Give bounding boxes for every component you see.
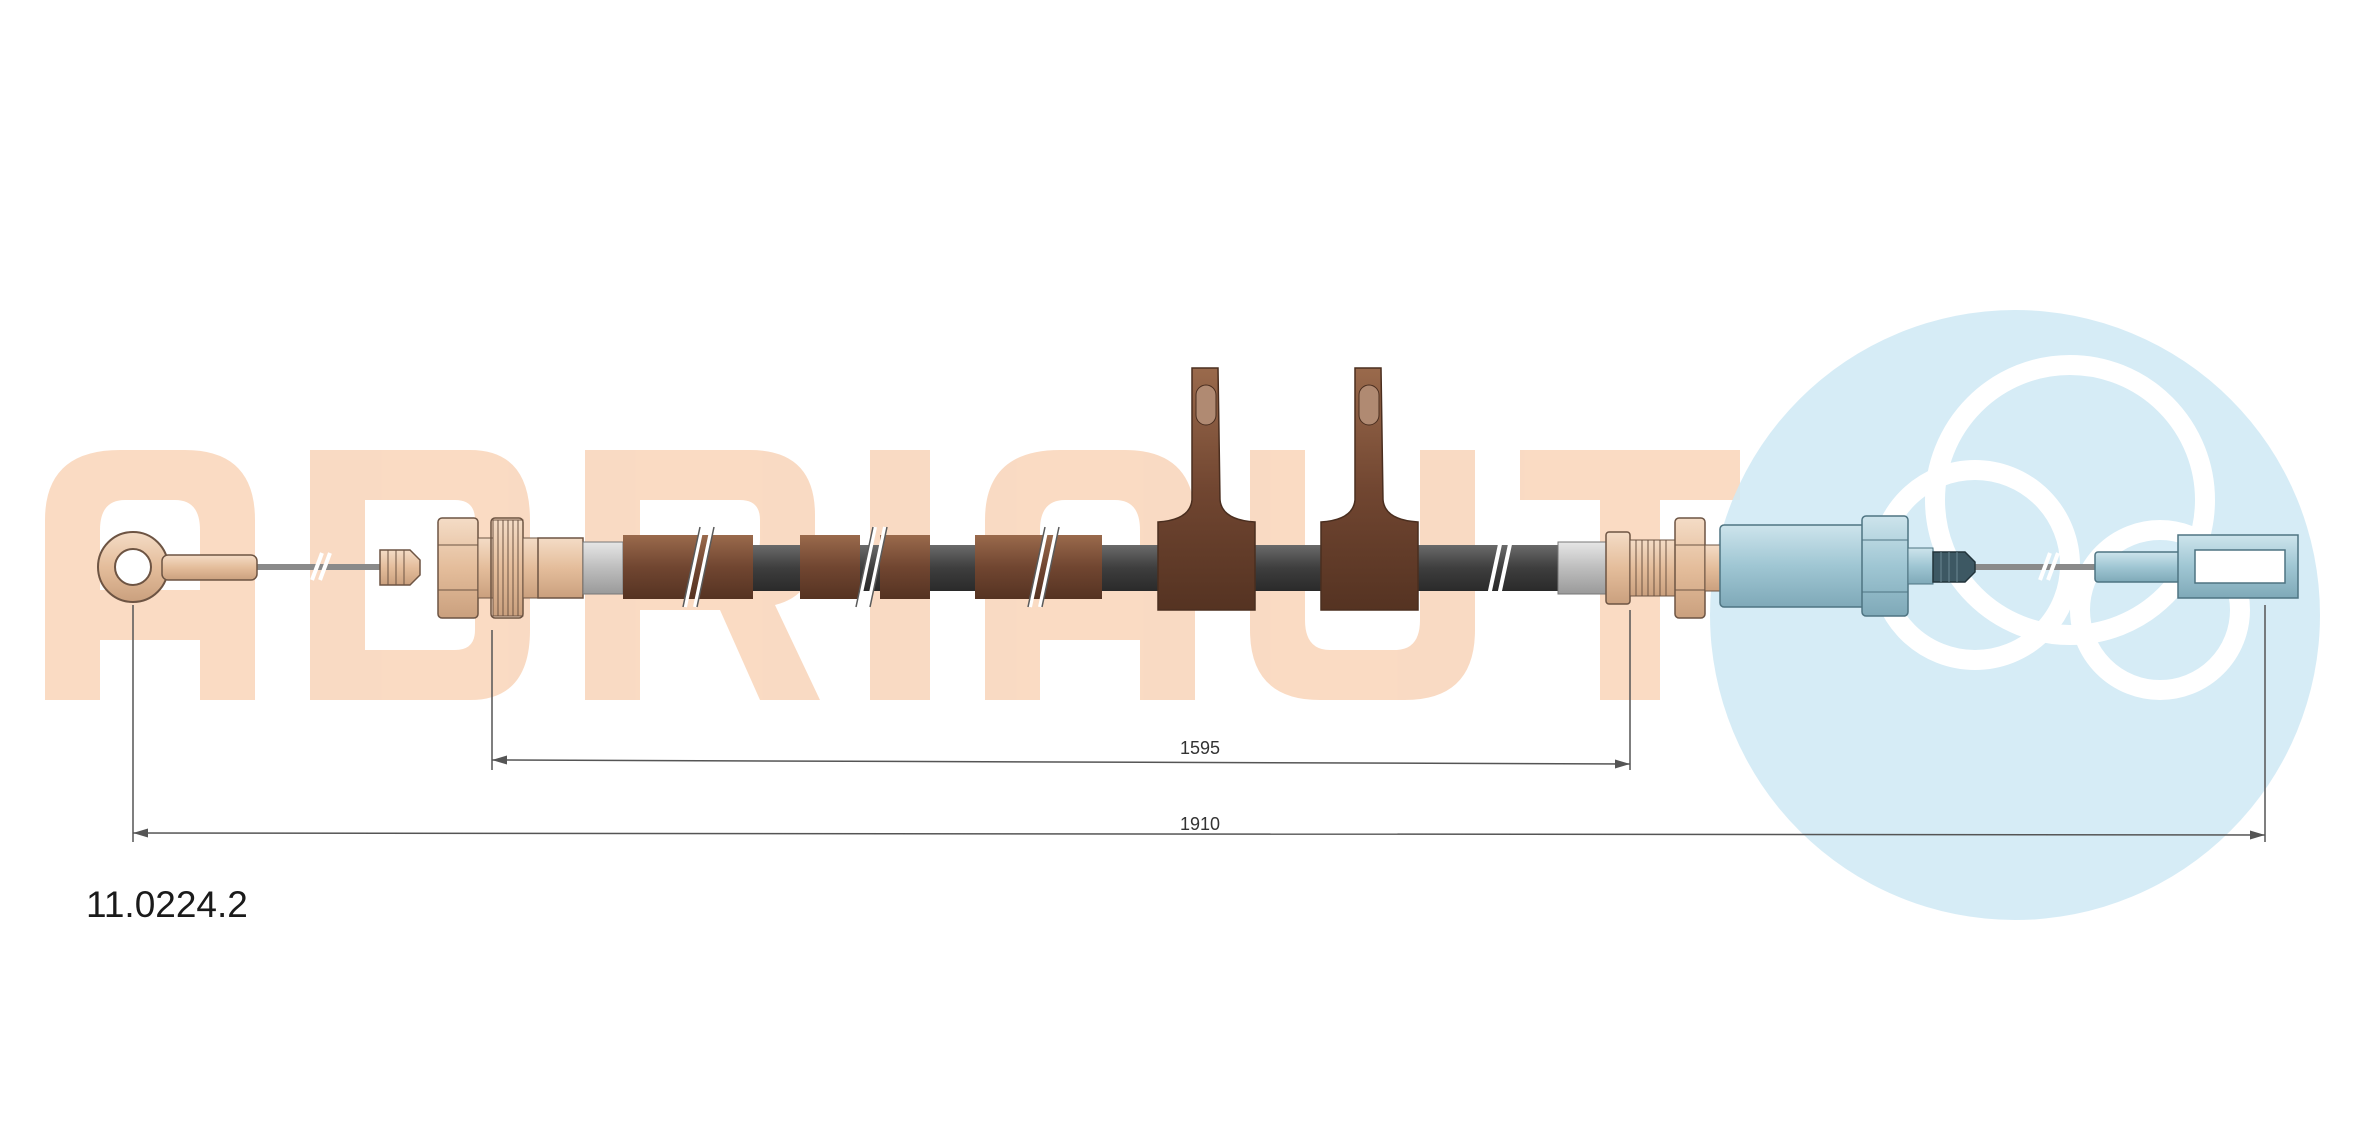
housing-body xyxy=(1719,515,1934,617)
protective-sleeves xyxy=(623,535,1102,599)
dimension-overall: 1910 xyxy=(132,605,2266,842)
right-adjuster-fitting xyxy=(1605,517,1721,619)
mounting-bracket-left xyxy=(1157,367,1256,611)
break-marks xyxy=(310,526,2060,608)
watermark-circle-logo xyxy=(1710,310,2320,920)
wire-ferrule-right xyxy=(1932,551,1976,583)
dimension-inner: 1595 xyxy=(491,610,1631,770)
dimension-line-overall xyxy=(132,828,2266,840)
dimension-label-inner: 1595 xyxy=(1180,738,1220,758)
wire-ferrule-left xyxy=(379,549,421,586)
left-adjuster-fitting xyxy=(437,517,584,619)
eyelet-end-fitting xyxy=(97,531,258,603)
clevis-end-fitting xyxy=(2094,534,2299,599)
mounting-bracket-right xyxy=(1320,367,1419,611)
ferrule-thread-left xyxy=(387,550,405,585)
sheath-ferrule-right xyxy=(1557,541,1607,595)
dimension-label-overall: 1910 xyxy=(1180,814,1220,834)
sheath-ferrule-left xyxy=(582,541,624,595)
cable-assembly xyxy=(97,367,2299,619)
dimension-line-inner xyxy=(491,755,1631,769)
part-number: 11.0224.2 xyxy=(86,884,248,925)
